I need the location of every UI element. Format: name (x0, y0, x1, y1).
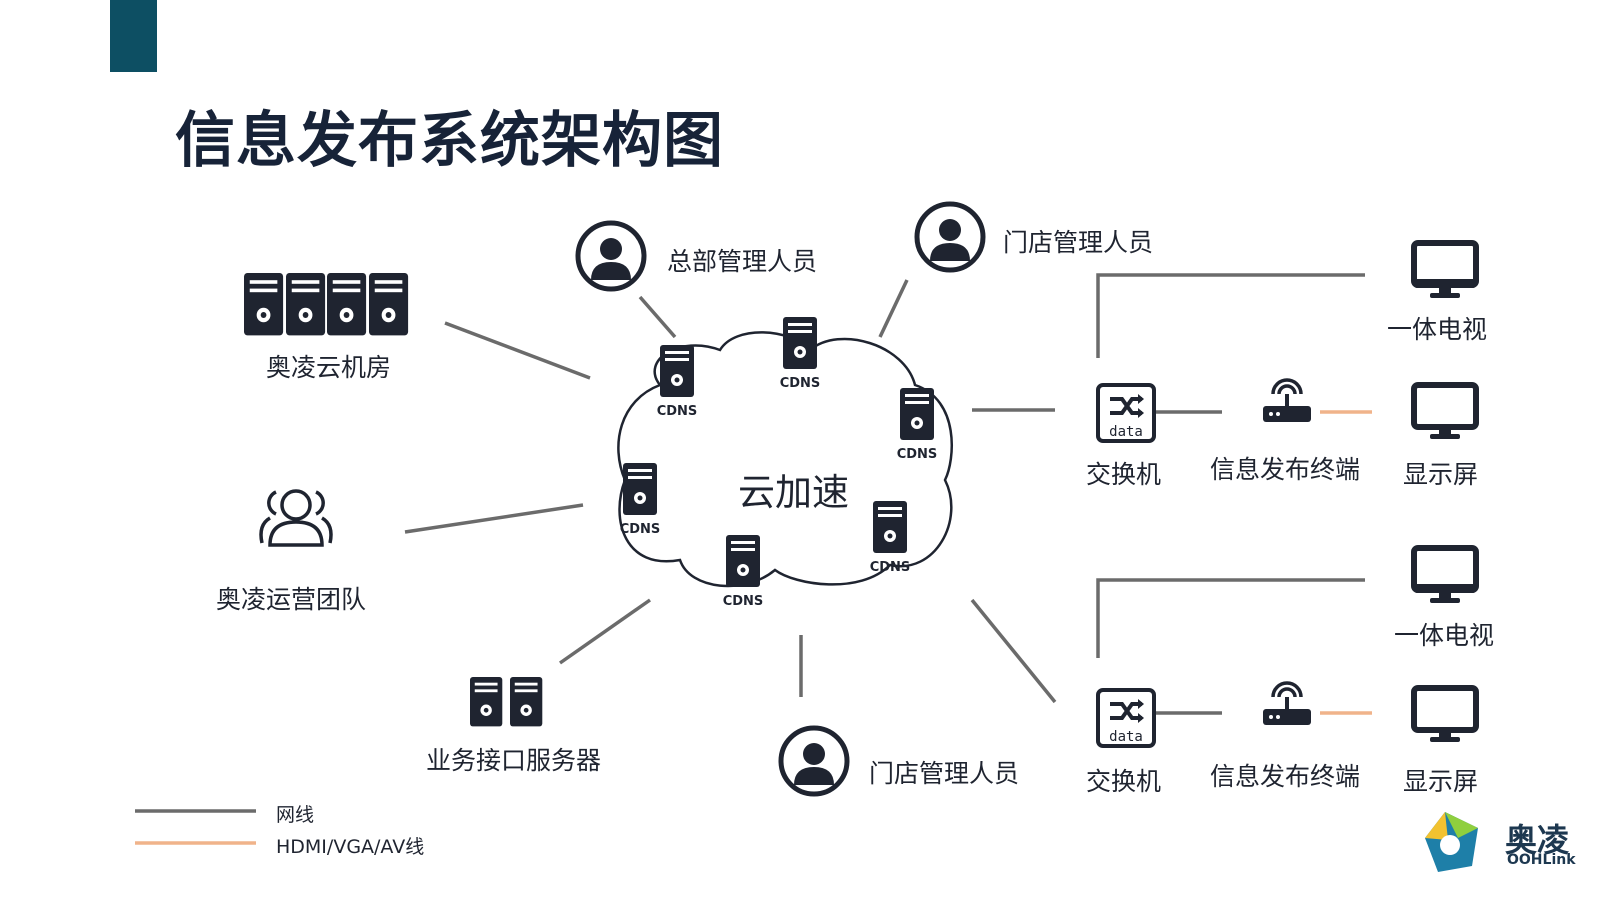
team-icon (259, 489, 333, 547)
store-admin-top-label: 门店管理人员 (1003, 228, 1154, 257)
link-tv-2 (1096, 578, 1365, 658)
cdns-label: CDNS (780, 376, 821, 391)
oohlink-logo-icon (1425, 812, 1478, 872)
cdns-label: CDNS (657, 404, 698, 419)
tv-1-label: 一体电视 (1387, 315, 1488, 344)
cdns-server-1: CDNS (657, 345, 698, 419)
cdns-server-5: CDNS (723, 535, 764, 609)
store-admin-bottom-label: 门店管理人员 (869, 759, 1020, 788)
cdns-label: CDNS (723, 594, 764, 609)
switch-2-data-text: data (1109, 729, 1143, 745)
api-server-label: 业务接口服务器 (426, 746, 602, 775)
terminal-2-icon (1261, 681, 1313, 727)
cloud-room-servers-icon (244, 273, 409, 336)
cdns-server-4: CDNS (620, 463, 661, 537)
legend-network-label: 网线 (276, 804, 315, 826)
display-1-icon (1414, 385, 1476, 439)
logo-text-en: OOHLink (1507, 852, 1576, 868)
link-api-server (558, 598, 652, 665)
link-switch-2 (970, 598, 1057, 704)
display-1-label: 显示屏 (1403, 460, 1479, 489)
tv-1-icon (1414, 243, 1476, 298)
tv-2-label: 一体电视 (1394, 621, 1495, 650)
logo-text-cn: 奥凌 (1505, 821, 1570, 859)
cdns-server-3: CDNS (897, 388, 938, 462)
header-accent-bar (110, 0, 157, 72)
store-admin-top-avatar-icon (917, 204, 983, 270)
cdns-server-6: CDNS (870, 501, 911, 575)
link-store-admin-top (878, 279, 909, 338)
hq-admin-avatar-icon (578, 223, 644, 289)
switch-1-data-text: data (1109, 424, 1143, 440)
cdns-label: CDNS (897, 447, 938, 462)
terminal-1-icon (1261, 378, 1313, 424)
terminal-2-label: 信息发布终端 (1210, 762, 1361, 791)
store-admin-bottom-avatar-icon (781, 728, 847, 794)
cloud-shape (617, 331, 953, 588)
link-hq-admin (638, 295, 677, 339)
page-title: 信息发布系统架构图 (175, 106, 724, 176)
display-2-label: 显示屏 (1403, 767, 1479, 796)
cdns-label: CDNS (870, 560, 911, 575)
display-2-icon (1414, 688, 1476, 742)
ops-team-label: 奥凌运营团队 (216, 585, 367, 614)
cloud-acceleration-label: 云加速 (738, 471, 849, 514)
link-tv-1 (1096, 273, 1365, 358)
cdns-label: CDNS (620, 522, 661, 537)
api-server-icon (470, 677, 543, 727)
link-cloud-room (444, 321, 591, 380)
tv-2-icon (1414, 548, 1476, 603)
terminal-1-label: 信息发布终端 (1210, 455, 1361, 484)
cdns-server-2: CDNS (780, 317, 821, 391)
hq-admin-label: 总部管理人员 (667, 247, 818, 276)
link-ops-team (404, 503, 584, 534)
cloud-room-label: 奥凌云机房 (266, 353, 392, 382)
switch-2-label: 交换机 (1086, 767, 1162, 796)
legend-av-label: HDMI/VGA/AV线 (276, 836, 425, 858)
switch-1-label: 交换机 (1086, 460, 1162, 489)
